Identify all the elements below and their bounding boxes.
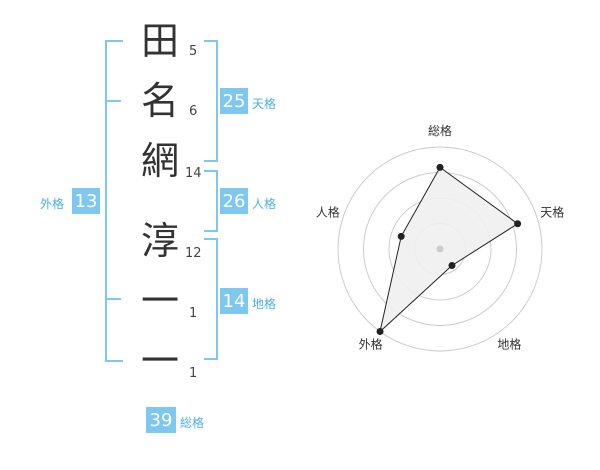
- radar-point-3: [448, 262, 456, 270]
- radar-axis-label-2: 天格: [540, 205, 564, 220]
- name-char-6: 一: [141, 339, 180, 383]
- radar-axis-label-4: 外格: [359, 336, 383, 351]
- gaikaku-tick-top: [105, 100, 121, 102]
- stroke-count-3: 14: [185, 166, 202, 181]
- name-char-5: 一: [141, 279, 180, 323]
- tenkaku-bracket: [204, 40, 218, 162]
- radar-point-2: [514, 220, 522, 228]
- gaikaku-bracket: [105, 40, 123, 362]
- stroke-count-6: 1: [189, 366, 198, 381]
- jinkaku-bracket: [204, 170, 218, 232]
- jinkaku-label: 人格: [252, 197, 277, 211]
- radar-axis-label-5: 人格: [316, 205, 340, 220]
- soukaku-label: 総格: [180, 416, 205, 430]
- tenkaku-label: 天格: [252, 97, 277, 111]
- gaikaku-tick-bottom: [105, 298, 121, 300]
- radar-series-area: [379, 166, 519, 333]
- soukaku-value: 39: [146, 407, 176, 433]
- name-char-2: 名: [141, 79, 180, 123]
- radar-point-1: [436, 163, 444, 171]
- tenkaku-value: 25: [220, 88, 248, 114]
- chikaku-bracket: [204, 238, 218, 360]
- radar-axis-label-3: 地格: [497, 336, 521, 351]
- radar-axis-label-1: 総格: [428, 123, 452, 138]
- stroke-count-5: 1: [189, 306, 198, 321]
- chikaku-value: 14: [220, 288, 248, 314]
- name-char-1: 田: [141, 19, 180, 63]
- name-char-3: 網: [141, 139, 180, 183]
- stroke-count-2: 6: [189, 104, 198, 119]
- gaikaku-value: 13: [72, 188, 100, 214]
- radar-center: [436, 245, 444, 253]
- stroke-count-1: 5: [189, 44, 198, 59]
- radar-point-5: [397, 232, 405, 240]
- gaikaku-label: 外格: [40, 197, 65, 211]
- radar-point-4: [376, 328, 384, 336]
- chikaku-label: 地格: [252, 297, 277, 311]
- jinkaku-value: 26: [220, 188, 248, 214]
- stroke-count-4: 12: [185, 246, 202, 261]
- radar-ring-4: [337, 146, 543, 352]
- name-char-4: 淳: [141, 219, 180, 263]
